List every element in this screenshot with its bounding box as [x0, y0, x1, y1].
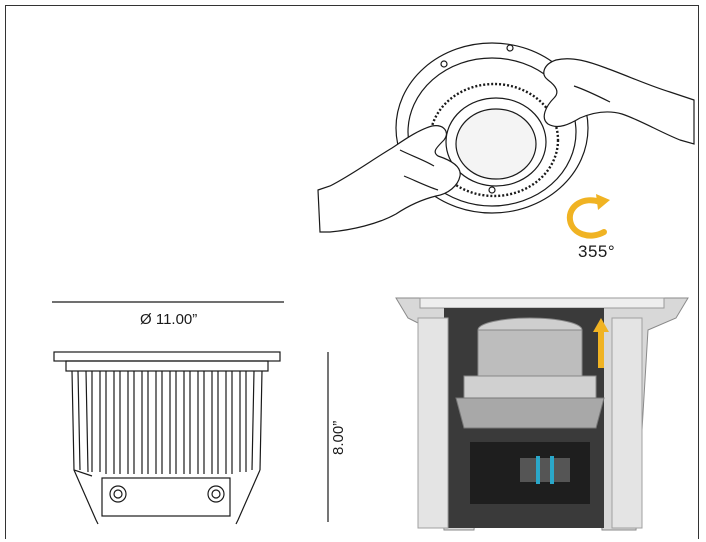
connector-left-core — [113, 489, 123, 499]
left-wall — [417, 317, 449, 529]
diagram-frame — [5, 5, 699, 539]
diameter-label: Ø 11.00” — [140, 311, 198, 328]
left-hand-finger-line — [399, 149, 435, 167]
cutaway-render — [395, 297, 689, 531]
screw-bottom — [488, 186, 496, 194]
connector-right-core — [211, 489, 221, 499]
cooling-fins — [71, 370, 263, 525]
connector-right — [207, 485, 225, 503]
seal-ring-left — [536, 456, 540, 484]
screw-top — [506, 44, 514, 52]
lens — [455, 108, 537, 180]
up-arrow-icon — [593, 318, 609, 368]
outer-flange — [395, 42, 589, 214]
left-hand-finger-line — [403, 175, 439, 191]
right-wall — [611, 317, 643, 529]
flange-collar — [65, 360, 269, 372]
lens-body — [477, 329, 583, 377]
flange-inner-edge — [407, 57, 577, 207]
connector-block — [520, 458, 570, 482]
heatsink-plate — [455, 397, 605, 429]
right-hand — [543, 58, 695, 145]
screw-left — [440, 60, 448, 68]
height-label: 8.00” — [330, 420, 347, 455]
lens-mount — [463, 375, 597, 399]
side-elevation — [52, 301, 329, 525]
seal-ring-right — [550, 456, 554, 484]
top-trim — [419, 297, 665, 309]
driver-box — [101, 477, 231, 517]
rotate-arrow-icon — [566, 197, 607, 239]
top-flange — [53, 351, 281, 362]
ring-inner — [445, 97, 547, 187]
rotation-illustration — [317, 42, 695, 233]
rotate-arrow-head — [596, 194, 610, 210]
right-hand-finger-line — [573, 85, 611, 103]
connector-left — [109, 485, 127, 503]
rotation-angle-label: 355° — [578, 242, 616, 261]
left-hand — [317, 125, 461, 233]
